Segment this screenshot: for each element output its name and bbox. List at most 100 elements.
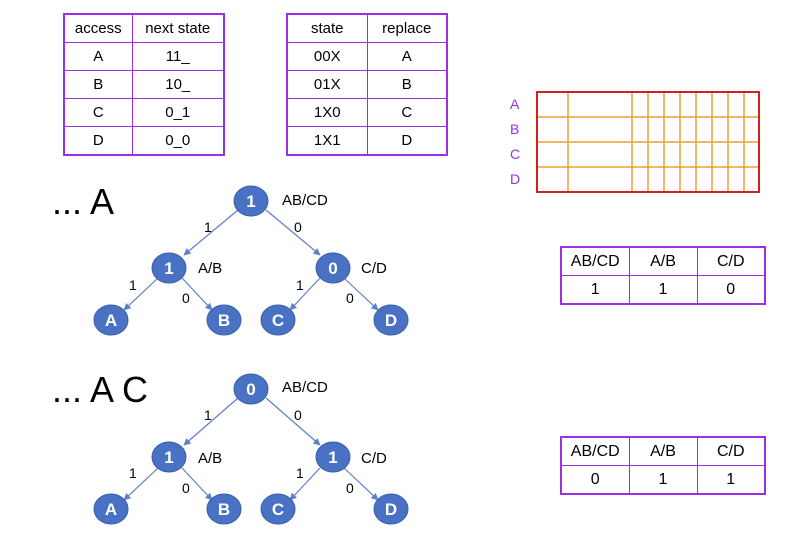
table-row: 0 1 1: [560, 465, 766, 495]
cell: C/D: [696, 436, 766, 466]
access-sequence-1: ... A: [52, 181, 115, 222]
tree-2: 1 0 1 0 1 0 0 AB/CD 1 A/B 1 C/D A B C D: [93, 373, 409, 525]
tree-bits-table-1: AB/CD A/B C/D 1 1 0: [560, 246, 766, 305]
header-state: state: [286, 13, 368, 43]
cell: 01X: [286, 70, 368, 99]
edge: [183, 397, 239, 446]
root-node-tag: AB/CD: [282, 379, 328, 396]
right-node-tag: C/D: [361, 450, 387, 467]
root-node-tag: AB/CD: [282, 192, 328, 209]
table-header-row: AB/CD A/B C/D: [560, 246, 766, 276]
leaf-node-label: B: [218, 311, 230, 330]
cell: AB/CD: [560, 436, 630, 466]
left-node-value: 1: [164, 448, 173, 467]
leaf-node-label: A: [105, 500, 117, 519]
table-header-row: access next state: [63, 13, 225, 43]
cell: C: [366, 98, 448, 127]
table-header-row: AB/CD A/B C/D: [560, 436, 766, 466]
cell: A/B: [628, 246, 698, 276]
right-node: [315, 441, 351, 473]
cell: C: [63, 98, 133, 127]
edge: [123, 467, 159, 501]
right-node-value: 0: [328, 259, 337, 278]
root-node-value: 1: [246, 192, 255, 211]
cell: 0_1: [131, 98, 225, 127]
cell: 1: [628, 465, 698, 495]
root-node: [233, 185, 269, 217]
edge-label: 0: [346, 480, 354, 496]
edge: [289, 467, 321, 501]
leaf-node-label: C: [272, 311, 284, 330]
cache-label-d: D: [510, 171, 521, 187]
access-next-state-table: access next state A 11_ B 10_ C 0_1 D 0_…: [63, 13, 225, 156]
leaf-node: [93, 304, 129, 336]
table-row: 1 1 0: [560, 275, 766, 305]
leaf-node: [93, 493, 129, 525]
leaf-node-label: B: [218, 500, 230, 519]
edge-label: 0: [182, 480, 190, 496]
edge-label: 1: [129, 277, 137, 293]
cell: 0: [696, 275, 766, 305]
cell: AB/CD: [560, 246, 630, 276]
edge-label: 0: [346, 290, 354, 306]
table-row: A 11_: [63, 42, 225, 71]
tree-bits-table-2: AB/CD A/B C/D 0 1 1: [560, 436, 766, 495]
table-row: C 0_1: [63, 98, 225, 127]
table-header-row: state replace: [286, 13, 448, 43]
leaf-node: [206, 493, 242, 525]
edge: [183, 209, 239, 256]
cell: C/D: [696, 246, 766, 276]
table-row: 1X0 C: [286, 98, 448, 127]
cell: 1X1: [286, 126, 368, 156]
leaf-node-label: D: [385, 500, 397, 519]
leaf-node: [260, 493, 296, 525]
cache-label-c: C: [510, 146, 521, 162]
left-node: [151, 441, 187, 473]
cell: 1: [628, 275, 698, 305]
right-node-tag: C/D: [361, 260, 387, 277]
edge: [265, 397, 321, 446]
table-row: 1X1 D: [286, 126, 448, 156]
state-replace-table: state replace 00X A 01X B 1X0 C 1X1 D: [286, 13, 448, 156]
edge: [123, 277, 159, 311]
root-node: [233, 373, 269, 405]
tree-1: 1 0 1 0 1 0 1 AB/CD 1 A/B 0 C/D A B C D: [93, 185, 409, 336]
edge-label: 1: [296, 465, 304, 481]
left-node-tag: A/B: [198, 450, 222, 467]
edge-label: 0: [294, 407, 302, 423]
edge-label: 1: [204, 219, 212, 235]
root-node-value: 0: [246, 380, 255, 399]
cell: 1: [696, 465, 766, 495]
edge: [181, 467, 213, 501]
leaf-node-label: D: [385, 311, 397, 330]
cell: 1: [560, 275, 630, 305]
edge: [343, 277, 379, 311]
cell: D: [366, 126, 448, 156]
leaf-node: [373, 304, 409, 336]
edge-label: 0: [294, 219, 302, 235]
leaf-node: [260, 304, 296, 336]
edge: [289, 277, 321, 311]
edge-label: 0: [182, 290, 190, 306]
cache-border: [536, 91, 760, 193]
edge-label: 1: [129, 465, 137, 481]
cell: 0_0: [131, 126, 225, 156]
left-node-value: 1: [164, 259, 173, 278]
left-node-tag: A/B: [198, 260, 222, 277]
leaf-node: [373, 493, 409, 525]
cache-label-a: A: [510, 96, 520, 112]
edge: [343, 467, 379, 501]
cache-grid: [536, 91, 760, 193]
cell: 0: [560, 465, 630, 495]
access-sequence-2: ... A C: [52, 369, 149, 410]
cell: 1X0: [286, 98, 368, 127]
cell: A: [366, 42, 448, 71]
leaf-node-label: C: [272, 500, 284, 519]
edge: [181, 277, 213, 311]
header-next-state: next state: [131, 13, 225, 43]
left-node: [151, 252, 187, 284]
table-row: B 10_: [63, 70, 225, 99]
edge: [265, 209, 321, 256]
cache-label-b: B: [510, 121, 520, 137]
